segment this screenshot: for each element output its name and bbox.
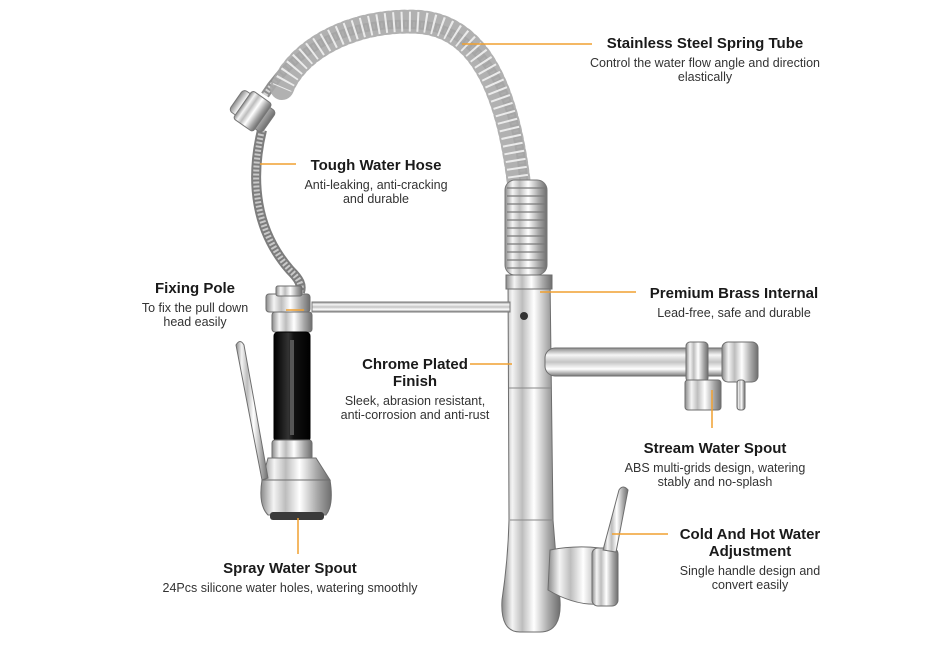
callout-desc: Anti-leaking, anti-cracking and durable [304, 178, 448, 206]
callout-title: Stream Water Spout [643, 440, 787, 457]
callout-title: Premium Brass Internal [649, 285, 819, 302]
callout-title: Cold And Hot Water Adjustment [679, 526, 821, 560]
fixing-pole [311, 301, 511, 313]
callout-chrome-finish: Chrome Plated Finish Sleek, abrasion res… [330, 356, 500, 422]
callout-spring-tube: Stainless Steel Spring Tube Control the … [575, 35, 835, 84]
callout-fixing-pole: Fixing Pole To fix the pull down head ea… [125, 280, 265, 329]
callout-stream-spout: Stream Water Spout ABS multi-grids desig… [615, 440, 815, 489]
spring-tube [270, 9, 537, 282]
callout-desc: Sleek, abrasion resistant, anti-corrosio… [340, 394, 490, 422]
spray-head [235, 285, 332, 520]
callout-brass-internal: Premium Brass Internal Lead-free, safe a… [634, 285, 834, 320]
water-hose [251, 128, 306, 294]
callout-desc: ABS multi-grids design, watering stably … [624, 461, 806, 489]
callout-desc: To fix the pull down head easily [141, 301, 249, 329]
callout-title: Tough Water Hose [310, 157, 442, 174]
callout-water-hose: Tough Water Hose Anti-leaking, anti-crac… [296, 157, 456, 206]
callout-lines [260, 43, 713, 554]
callout-handle-adjust: Cold And Hot Water Adjustment Single han… [660, 526, 840, 592]
callout-title: Stainless Steel Spring Tube [606, 35, 804, 52]
stream-spout-arm [544, 347, 746, 377]
handle-lever [602, 486, 629, 553]
hose-connector [229, 90, 276, 133]
callout-spray-spout: Spray Water Spout 24Pcs silicone water h… [140, 560, 440, 595]
callout-title: Spray Water Spout [223, 560, 357, 577]
callout-title: Chrome Plated Finish [362, 356, 468, 390]
callout-desc: Control the water flow angle and directi… [590, 56, 820, 84]
callout-desc: 24Pcs silicone water holes, watering smo… [162, 581, 418, 595]
callout-desc: Single handle design and convert easily [679, 564, 821, 592]
callout-desc: Lead-free, safe and durable [657, 306, 811, 320]
callout-title: Fixing Pole [154, 280, 235, 297]
